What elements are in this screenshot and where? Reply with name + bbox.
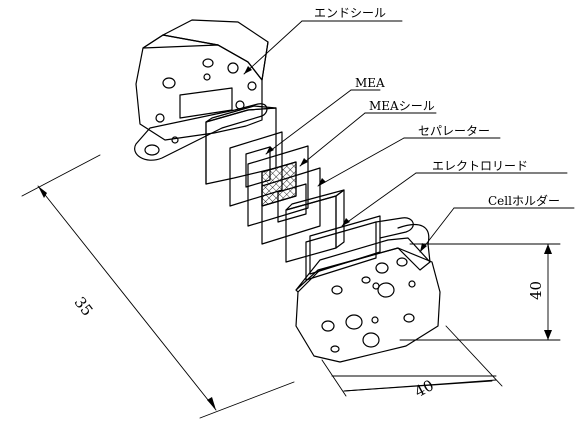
label-mea-seal: MEAシール [369, 99, 435, 113]
electrode-lead [305, 215, 414, 281]
cell-holder [295, 223, 441, 363]
label-cell-holder: Cellホルダー [488, 194, 560, 208]
label-electrode-lead: エレクトロリード [432, 159, 529, 173]
end-seal-plate [134, 19, 269, 161]
label-end-seal: エンドシール [314, 6, 387, 20]
label-mea: MEA [355, 76, 385, 90]
dimension-height-value: 40 [527, 280, 545, 300]
label-separator: セパレーター [418, 124, 491, 138]
mea-seal-frame [261, 167, 321, 245]
leader-arrowheads [244, 66, 427, 252]
dimension-width [321, 325, 503, 397]
leader-lines [243, 20, 575, 253]
separator-plate [285, 189, 345, 263]
dimension-height [399, 243, 561, 341]
dimension-length [21, 154, 295, 419]
